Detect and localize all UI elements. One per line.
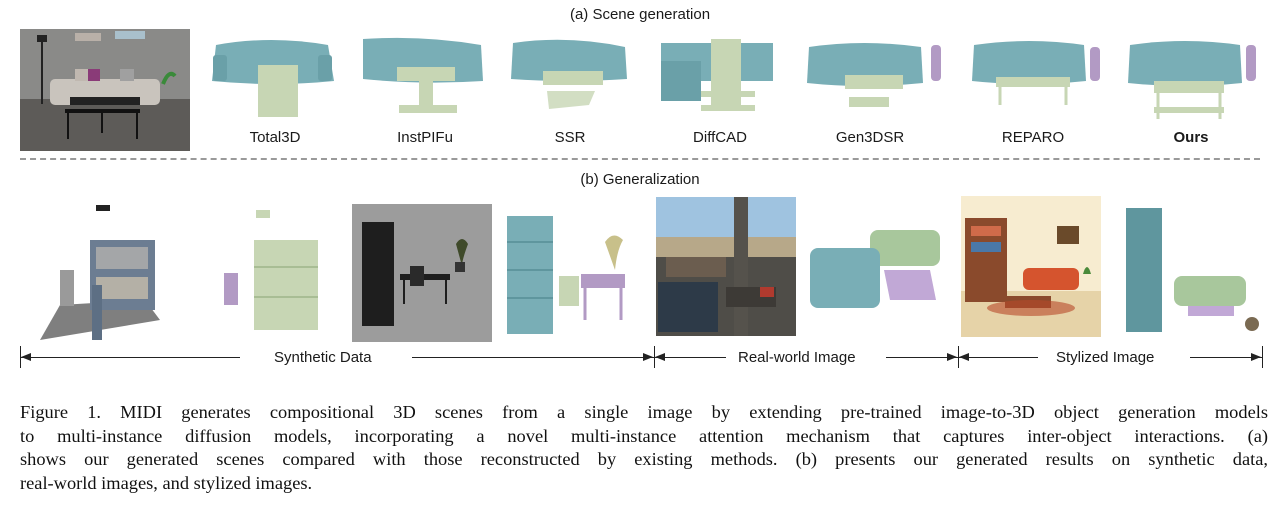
caption-line-2: to multi-instance diffusion models, inco… <box>20 425 1268 446</box>
section-divider <box>20 158 1260 160</box>
mesh-instpifu <box>357 35 487 120</box>
arrow-line-real-left <box>654 357 726 358</box>
caption-line-3: shows our generated scenes compared with… <box>20 449 1268 469</box>
method-label-ours: Ours <box>1173 129 1209 146</box>
method-label-reparo: REPARO <box>1001 129 1065 146</box>
mesh-total3d <box>208 35 338 120</box>
stylized-mesh-result <box>1124 206 1264 336</box>
caption-line-4: real-world images, and stylized images. <box>20 472 313 493</box>
arrow-line-stylized-right <box>1190 357 1262 358</box>
real-world-input-photo <box>656 197 796 336</box>
stylized-input-image <box>961 196 1101 337</box>
section-a-title: (a) Scene generation <box>569 6 711 23</box>
real-world-mesh-result <box>806 226 946 321</box>
synthetic-input-render-2 <box>352 204 492 342</box>
category-label-stylized: Stylized Image <box>1050 349 1161 366</box>
arrow-line-synthetic-right <box>412 357 654 358</box>
mesh-ours <box>1128 35 1268 125</box>
arrow-line-stylized-left <box>958 357 1038 358</box>
figure-caption: Figure 1. MIDI generates compositional 3… <box>20 401 1268 495</box>
mesh-ssr <box>507 35 632 120</box>
mesh-diffcad <box>655 35 780 120</box>
category-label-synthetic: Synthetic Data <box>268 349 378 366</box>
caption-line-1: Figure 1. MIDI generates compositional 3… <box>20 402 1268 422</box>
method-label-diffcad: DiffCAD <box>693 129 747 146</box>
category-label-real-world: Real-world Image <box>732 349 862 366</box>
method-label-ssr: SSR <box>554 129 586 146</box>
synthetic-mesh-result <box>220 205 320 340</box>
synthetic-input-render <box>40 205 170 340</box>
mesh-reparo <box>970 35 1110 120</box>
input-photo-living-room <box>20 29 190 151</box>
method-label-gen3dsr: Gen3DSR <box>835 129 905 146</box>
section-b-title: (b) Generalization <box>580 171 700 188</box>
synthetic-mesh-result-2 <box>505 212 645 342</box>
tick-right <box>1262 346 1263 368</box>
method-label-total3d: Total3D <box>249 129 301 146</box>
arrow-line-synthetic-left <box>20 357 240 358</box>
arrowheads <box>21 353 1261 361</box>
mesh-gen3dsr <box>805 35 950 120</box>
method-label-instpifu: InstPIFu <box>397 129 453 146</box>
arrow-line-real-right <box>886 357 958 358</box>
